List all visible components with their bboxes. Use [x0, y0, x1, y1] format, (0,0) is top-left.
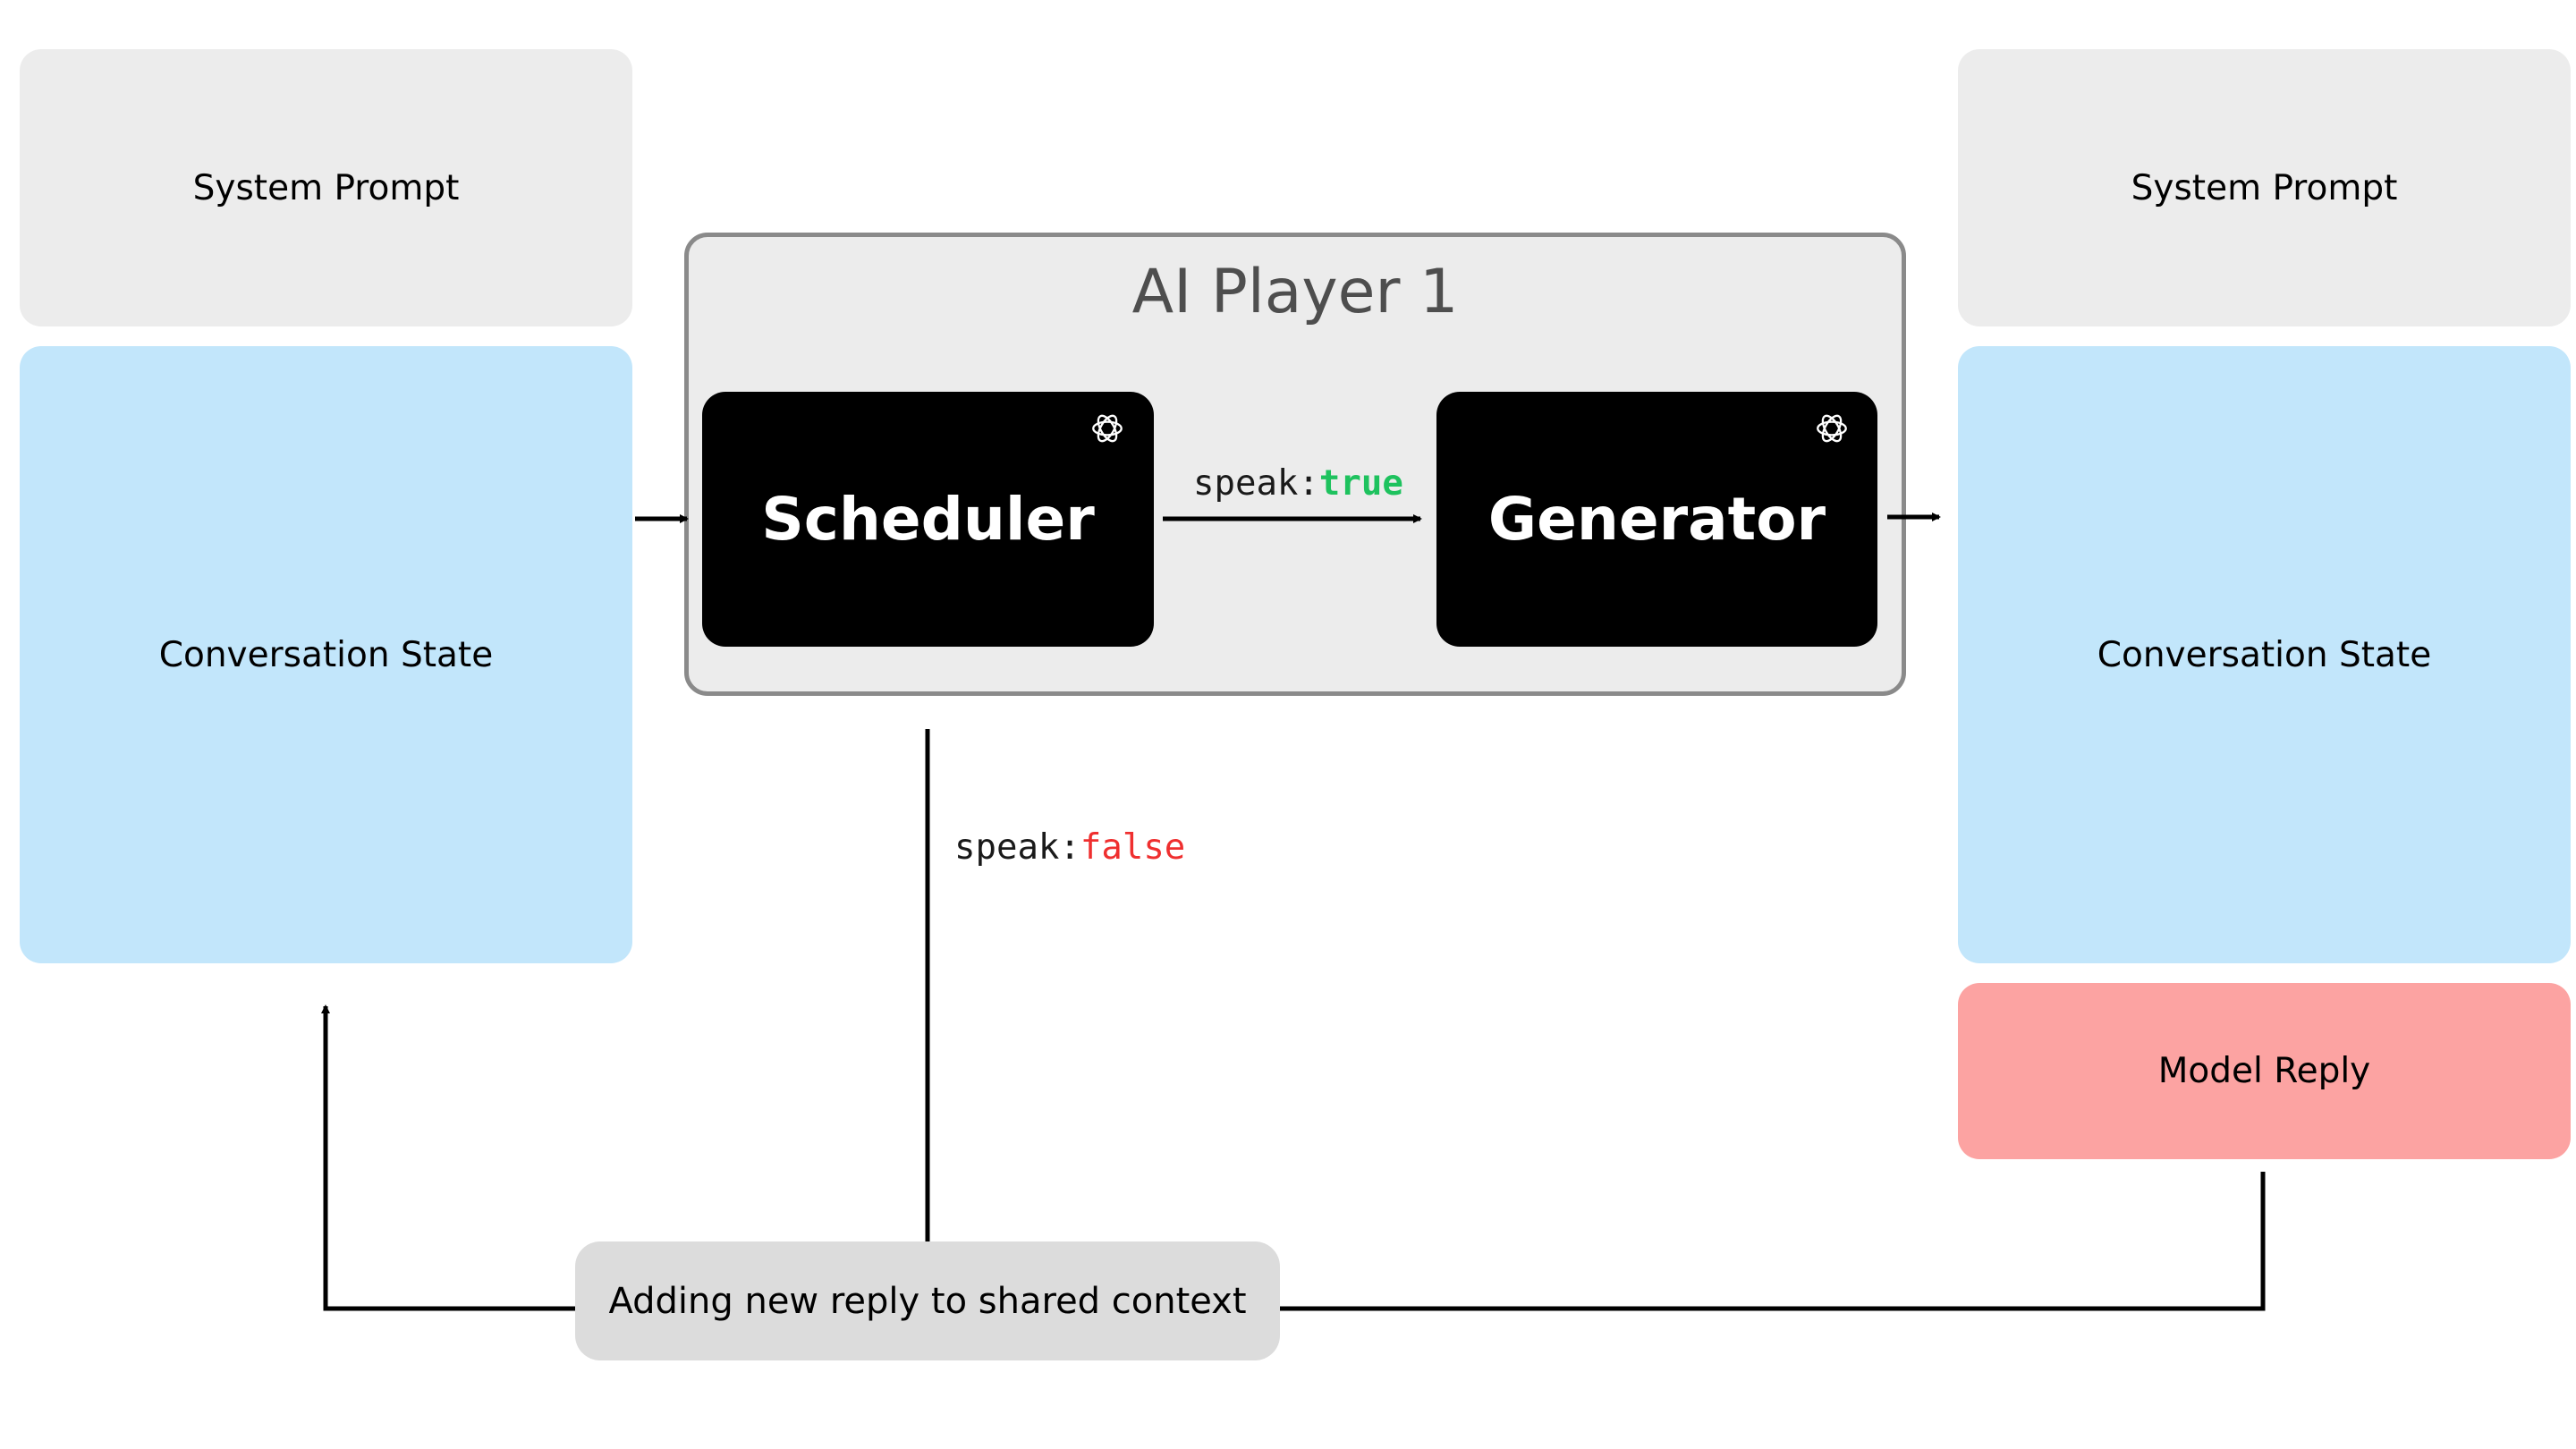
- generator-box: Generator: [1436, 392, 1877, 647]
- right-conversation-state-label: Conversation State: [2097, 634, 2432, 675]
- model-reply-box: Model Reply: [1958, 983, 2571, 1159]
- arrow-shared-to-left-state: [321, 1004, 575, 1311]
- left-conversation-state-label: Conversation State: [158, 634, 494, 675]
- speak-true-label: speak:true: [1193, 463, 1403, 504]
- shared-context-box: Adding new reply to shared context: [575, 1241, 1280, 1360]
- right-system-prompt-label: System Prompt: [2131, 167, 2398, 208]
- left-conversation-state: Conversation State: [20, 346, 632, 963]
- ai-player-title: AI Player 1: [1131, 257, 1459, 327]
- openai-logo-icon: [1092, 414, 1123, 443]
- scheduler-label: Scheduler: [761, 485, 1095, 554]
- right-system-prompt: System Prompt: [1958, 49, 2571, 326]
- generator-label: Generator: [1487, 485, 1826, 554]
- openai-logo-icon: [1817, 414, 1847, 443]
- speak-true-value: true: [1318, 463, 1403, 504]
- left-system-prompt-label: System Prompt: [192, 167, 460, 208]
- speak-false-label: speak:false: [954, 827, 1185, 868]
- speak-false-value: false: [1080, 827, 1186, 868]
- speak-false-key: speak:: [954, 827, 1080, 868]
- line-reply-to-shared: [1280, 1172, 2266, 1311]
- model-reply-label: Model Reply: [2157, 1051, 2371, 1091]
- right-conversation-state: Conversation State: [1958, 346, 2571, 963]
- scheduler-box: Scheduler: [702, 392, 1154, 647]
- shared-context-label: Adding new reply to shared context: [608, 1280, 1247, 1322]
- speak-true-key: speak:: [1193, 463, 1319, 504]
- left-system-prompt: System Prompt: [20, 49, 632, 326]
